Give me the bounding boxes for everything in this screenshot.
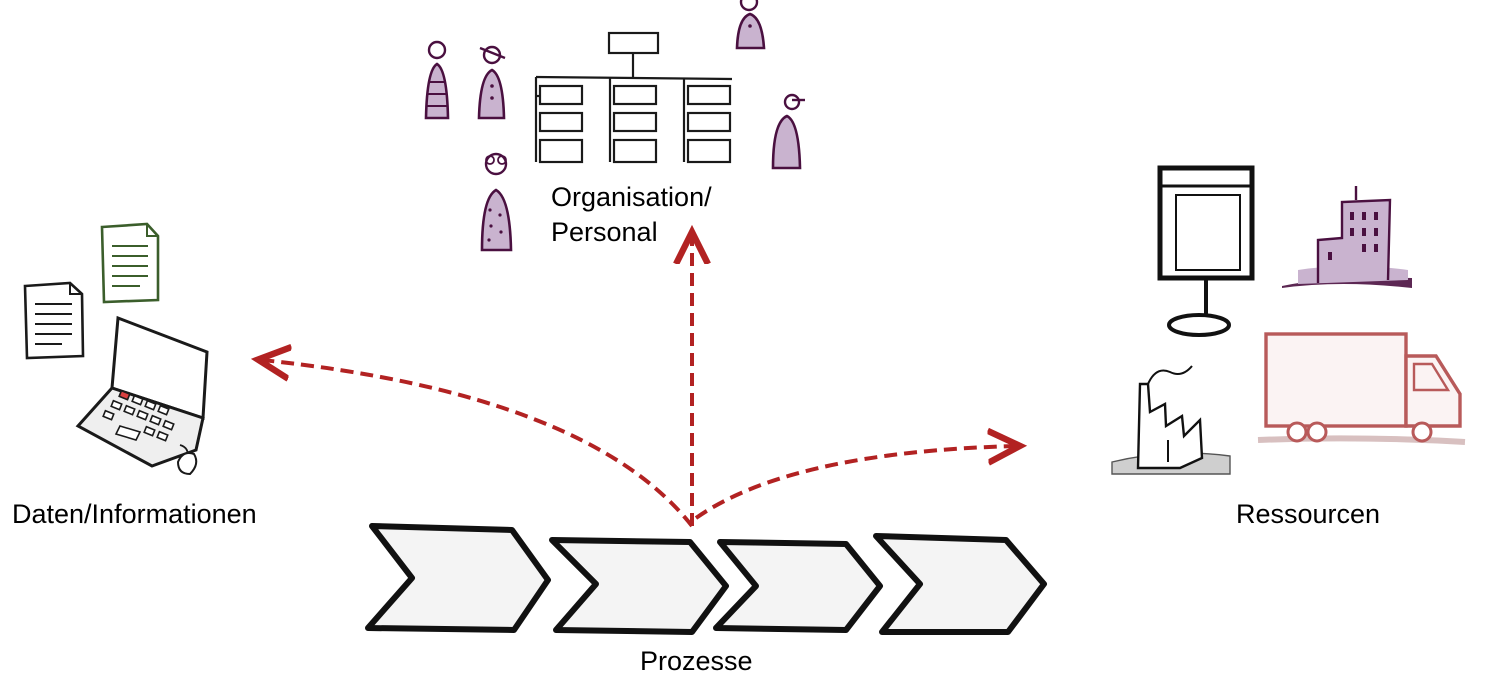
person-icon — [477, 45, 506, 120]
process-chevron-icon — [365, 523, 551, 633]
organisation-label-line2: Personal — [551, 217, 658, 248]
person-icon — [424, 40, 450, 120]
screen-icon — [1157, 165, 1255, 337]
person-icon — [480, 152, 513, 252]
process-chevron-icon — [873, 533, 1047, 635]
person-icon — [771, 93, 805, 170]
factory-icon — [1111, 365, 1231, 475]
arrow-to-resources — [694, 446, 1016, 520]
truck-icon — [1257, 332, 1466, 445]
org-chart-icon — [534, 31, 733, 164]
organisation-label-line1: Organisation/ — [551, 182, 712, 212]
document-icon — [23, 281, 85, 360]
arrow-to-data — [262, 360, 694, 528]
process-chevron-icon — [713, 539, 883, 633]
process-chevron-icon — [549, 537, 729, 635]
connector-arrows — [262, 236, 1016, 528]
person-icon — [735, 0, 766, 50]
data-label: Daten/Informationen — [12, 499, 257, 529]
document-icon — [100, 222, 160, 304]
building-icon — [1282, 186, 1412, 288]
laptop-icon — [75, 315, 209, 476]
organisation-label: Organisation/ Personal — [551, 180, 712, 250]
processes-label: Prozesse — [640, 646, 753, 676]
resources-label: Ressourcen — [1236, 499, 1381, 529]
